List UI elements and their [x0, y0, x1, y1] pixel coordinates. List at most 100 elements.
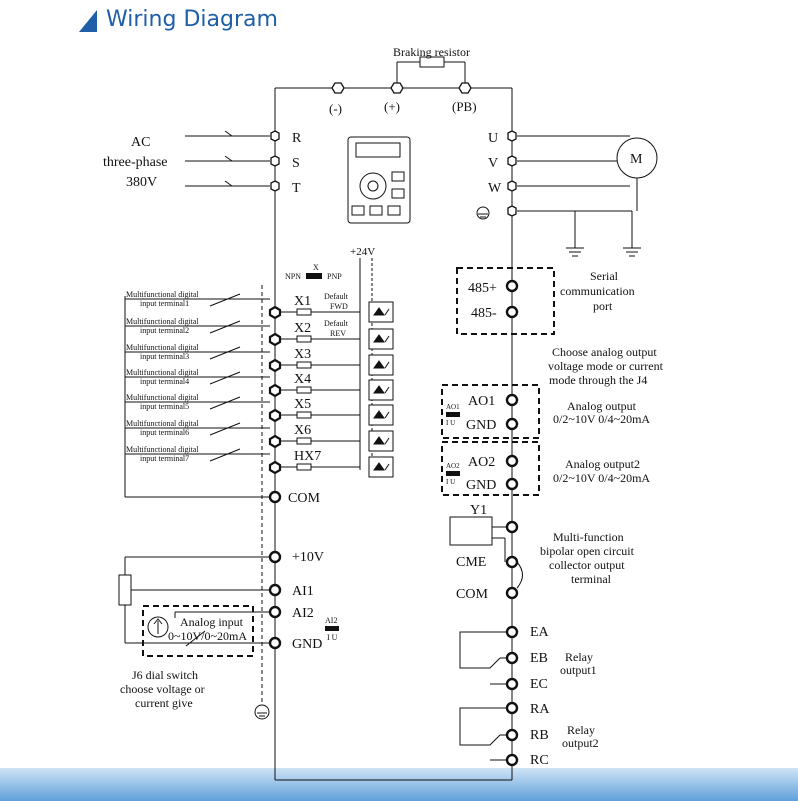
input-switch-line	[209, 346, 241, 360]
terminal-pb	[458, 82, 472, 94]
terminal-y1	[505, 520, 519, 534]
input-label-bottom: input terminal3	[140, 352, 189, 361]
npn-pnp-switch	[306, 273, 322, 279]
input-terminal-label: X3	[294, 347, 311, 362]
ao1-switch-iu: I U	[446, 419, 455, 427]
j6-line2: choose voltage or	[120, 682, 205, 696]
relay2-line1: Relay	[567, 723, 595, 737]
terminal-pe	[507, 205, 517, 217]
collector-line1: Multi-function	[553, 530, 624, 544]
braking-resistor-label: Braking resistor	[393, 45, 470, 59]
ai2-switch	[325, 626, 339, 631]
input-terminal-label: X4	[294, 372, 311, 387]
terminal-cme	[505, 555, 519, 569]
optocoupler-diode-icon	[373, 436, 390, 445]
input-label-bottom: input terminal2	[140, 326, 189, 335]
input-label-top: Multifunctional digital	[126, 290, 199, 299]
terminal-s	[270, 155, 280, 167]
input-terminal-label: X6	[294, 423, 311, 438]
serial-line2: communication	[560, 284, 635, 298]
input-s-label: S	[292, 156, 300, 171]
eb-label: EB	[530, 651, 548, 666]
gnd-label: GND	[292, 637, 322, 652]
control-terminals	[268, 279, 519, 767]
supply-label-2: three-phase	[103, 155, 168, 170]
plus10v-label: +10V	[292, 550, 324, 565]
collector-com-label: COM	[456, 587, 488, 602]
input-resistor	[296, 411, 312, 419]
relay1-line1: Relay	[565, 650, 593, 664]
input-resistor	[296, 386, 312, 394]
input-label-top: Multifunctional digital	[126, 445, 199, 454]
rc-label: RC	[530, 753, 549, 768]
input-label-bottom: input terminal5	[140, 402, 189, 411]
default-fwd-top: Default	[324, 292, 349, 301]
input-r-label: R	[292, 131, 302, 146]
input-terminal-label: X5	[294, 397, 311, 412]
input-switch-line	[209, 320, 241, 334]
j6-line3: current give	[135, 696, 193, 710]
bus-pb-label: (PB)	[452, 99, 477, 114]
ao1-title: Analog output	[567, 399, 637, 413]
input-label-top: Multifunctional digital	[126, 419, 199, 428]
npn-label: NPN	[285, 272, 301, 281]
input-label-bottom: input terminal7	[140, 454, 189, 463]
input-label-bottom: input terminal4	[140, 377, 189, 386]
pnp-label: PNP	[327, 272, 342, 281]
input-terminal-label: X2	[294, 321, 311, 336]
input-label-top: Multifunctional digital	[126, 393, 199, 402]
relay2-line2: output2	[562, 736, 599, 750]
ao2-range: 0/2~10V 0/4~20mA	[553, 471, 650, 485]
analog-in-box-line1: Analog input	[180, 615, 244, 629]
footer-band	[0, 768, 798, 801]
ao-note-line1: Choose analog output	[552, 345, 657, 359]
ao-note-line2: voltage mode or current	[548, 359, 664, 373]
input-terminal	[268, 358, 282, 373]
input-terminal	[268, 332, 282, 347]
optocoupler-diode-icon	[373, 334, 390, 343]
ao1-label: AO1	[468, 394, 495, 409]
p485-label: 485+	[468, 281, 497, 296]
motor-label: M	[630, 152, 643, 167]
ai1-label: AI1	[292, 584, 314, 599]
header-triangle-icon	[79, 10, 97, 32]
ec-label: EC	[530, 677, 548, 692]
terminal-r	[270, 130, 280, 142]
terminal-ao2-gnd	[505, 477, 519, 491]
switch-x-label: X	[313, 263, 319, 272]
rb-label: RB	[530, 728, 549, 743]
terminal-com	[268, 490, 282, 504]
analog-in-box-line2: 0~10V/0~20mA	[168, 629, 247, 643]
supply-24v-label: +24V	[350, 246, 375, 258]
default-rev-bottom: REV	[330, 329, 346, 338]
collector-line4: terminal	[571, 572, 612, 586]
input-label-top: Multifunctional digital	[126, 317, 199, 326]
ao2-switch-iu: I U	[446, 478, 455, 486]
optocoupler-diode-icon	[373, 385, 390, 394]
input-terminal	[268, 434, 282, 449]
ao1-switch-label: AO1	[446, 403, 460, 411]
bus-minus-label: (-)	[329, 101, 342, 116]
ea-label: EA	[530, 625, 550, 640]
terminal-ra	[505, 701, 519, 715]
input-terminal	[268, 305, 282, 320]
ai2-switch-label: AI2	[325, 616, 337, 625]
cme-label: CME	[456, 555, 486, 570]
output-v-label: V	[488, 156, 498, 171]
terminal-eb	[505, 651, 519, 665]
supply-label-1: AC	[131, 135, 150, 150]
input-t-label: T	[292, 181, 301, 196]
serial-line3: port	[593, 299, 613, 313]
input-resistor	[296, 335, 312, 343]
bus-plus-label: (+)	[384, 99, 400, 114]
terminal-bus-minus	[331, 82, 345, 94]
input-label-top: Multifunctional digital	[126, 343, 199, 352]
terminal-v	[507, 155, 517, 167]
terminal-rb	[505, 728, 519, 742]
